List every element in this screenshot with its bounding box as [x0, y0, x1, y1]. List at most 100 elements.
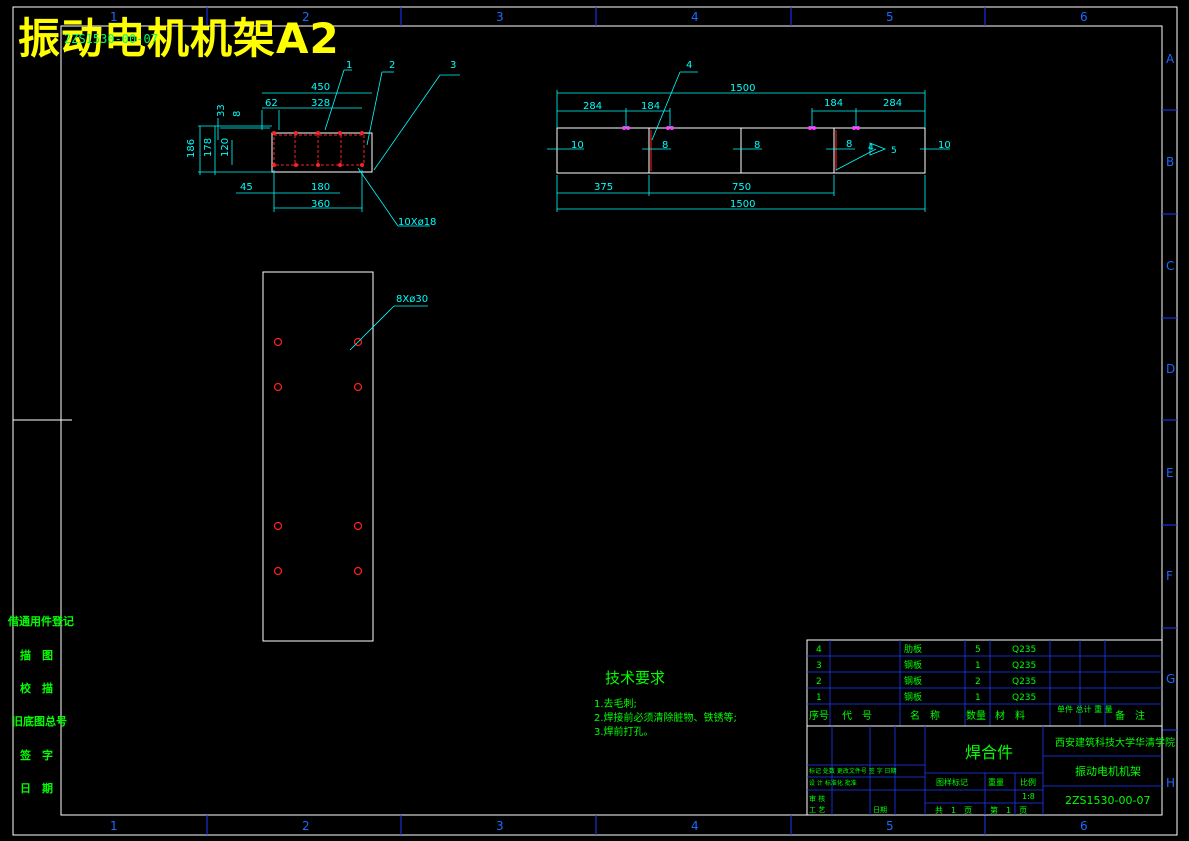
title-grid	[807, 726, 1162, 815]
tech-item: 2.焊接前必须清除脏物、铁锈等;	[594, 711, 737, 724]
dim-186: 186	[186, 139, 197, 158]
stamp-item: 借通用件登记	[7, 614, 74, 628]
row-label: H	[1166, 776, 1175, 790]
header-name: 名 称	[910, 709, 940, 722]
dim-120: 120	[220, 138, 231, 157]
tech-item: 3.焊前打孔。	[594, 725, 654, 738]
callout-4: 4	[686, 60, 692, 71]
designer-row: 设 计 标准化 批准	[809, 779, 857, 787]
row-label: C	[1166, 259, 1174, 273]
part-qty: 2	[975, 677, 981, 687]
drawing-number: 2ZS1530-00-07	[1065, 794, 1150, 807]
part-name: 肋板	[904, 643, 922, 655]
col-label: 1	[110, 819, 118, 833]
part-material: Q235	[1012, 661, 1036, 671]
tech-item: 1.去毛刺;	[594, 698, 637, 710]
dim-184-left: 184	[641, 101, 660, 112]
col-label: 5	[886, 10, 894, 24]
school-name: 西安建筑科技大学华清学院	[1055, 736, 1175, 749]
row-label: A	[1166, 52, 1175, 66]
part-material: Q235	[1012, 645, 1036, 655]
dim-10-left: 10	[571, 140, 584, 151]
part-qty: 5	[975, 645, 981, 655]
dim-1500-top: 1500	[730, 83, 755, 94]
header-qty: 数量	[966, 709, 986, 722]
dim-360: 360	[311, 199, 330, 210]
part-name: 钢板	[904, 675, 922, 687]
side-holes	[622, 126, 860, 130]
dim-184-right: 184	[824, 98, 843, 109]
part-no: 1	[816, 693, 822, 703]
front-view: 450 328 62 33 8 186 178 120 45 180 360 1…	[186, 60, 460, 228]
revision-header: 标记 处数 更改文件号 签 字 日期	[809, 767, 897, 775]
col-label: 3	[496, 10, 504, 24]
plate-leader	[349, 305, 428, 351]
dim-450: 450	[311, 82, 330, 93]
header-code: 代 号	[842, 710, 872, 722]
dim-284-left: 284	[583, 101, 602, 112]
header-no: 序号	[809, 709, 829, 722]
dim-284-right: 284	[883, 98, 902, 109]
tech-heading: 技术要求	[605, 669, 665, 687]
plate-outline	[262, 271, 374, 642]
left-stamp: 借通用件登记 描 图 校 描 旧底图总号 签 字 日 期	[7, 614, 74, 795]
holes-note: 10Xø18	[398, 217, 436, 228]
col-label: 2	[302, 10, 310, 24]
header-weight: 单件 总计 重 量	[1057, 704, 1113, 714]
dim-178: 178	[203, 138, 214, 157]
title-block-frame	[806, 639, 1163, 816]
plate-holes-note: 8Xø30	[396, 294, 428, 305]
dim-8-b: 8	[754, 140, 760, 151]
sheet-count: 共 1 页	[935, 806, 972, 815]
zone-labels: 1 2 3 4 5 6 1 2 3 4 5 6 A B C D E F G H	[110, 10, 1175, 833]
plan-view: 8Xø30	[262, 271, 428, 642]
callout-2: 2	[389, 60, 395, 71]
col-label: 6	[1080, 819, 1088, 833]
part-no: 4	[816, 645, 822, 655]
col-label: 3	[496, 819, 504, 833]
part-material: Q235	[1012, 677, 1036, 687]
part-name: 钢板	[904, 659, 922, 671]
dim-10-right: 10	[938, 140, 951, 151]
weld-5: 5	[891, 146, 897, 156]
drawing-title: 振动电机机架A2	[18, 14, 340, 63]
side-ribs	[648, 128, 835, 173]
review-row: 审 核	[809, 794, 825, 803]
drawing-type: 焊合件	[965, 743, 1013, 762]
col-label: 4	[691, 10, 699, 24]
part-name: 钢板	[904, 691, 922, 703]
weld-4: 4	[868, 143, 874, 153]
parts-grid	[807, 640, 1162, 726]
col-label: 6	[1080, 10, 1088, 24]
dim-1500-bottom: 1500	[730, 199, 755, 210]
part-name-title: 振动电机机架	[1075, 764, 1141, 778]
stamp-item: 校 描	[20, 681, 53, 695]
dim-180: 180	[311, 182, 330, 193]
stamp-item: 日 期	[20, 781, 53, 795]
dim-45: 45	[240, 182, 253, 193]
dim-8-a: 8	[662, 140, 668, 151]
scale-label: 比例	[1020, 777, 1036, 787]
outer-frame	[12, 6, 1178, 836]
col-label: 4	[691, 819, 699, 833]
header-remark: 备 注	[1115, 709, 1145, 722]
callout-1: 1	[346, 60, 352, 71]
dim-375: 375	[594, 182, 613, 193]
dim-750: 750	[732, 182, 751, 193]
title-block: 4 肋板 5 Q235 3 钢板 1 Q235 2 钢板 2 Q235 1 钢板…	[806, 639, 1175, 816]
sheet-number: 第 1 页	[990, 805, 1027, 815]
scale-value: 1:8	[1022, 792, 1035, 801]
hidden-lines	[273, 134, 365, 166]
stamp-item: 签 字	[19, 748, 53, 762]
part-no: 2	[816, 677, 822, 687]
part-qty: 1	[975, 661, 981, 671]
row-label: E	[1166, 466, 1174, 480]
stamp-item: 旧底图总号	[12, 714, 67, 728]
row-label: G	[1166, 672, 1175, 686]
side-dim-lines	[547, 71, 950, 212]
dim-33: 33	[216, 104, 227, 117]
col-label: 2	[302, 819, 310, 833]
side-view: 1500 284 184 184 284 10 8 8 8 10 375 750…	[547, 60, 951, 212]
dim-62: 62	[265, 98, 278, 109]
